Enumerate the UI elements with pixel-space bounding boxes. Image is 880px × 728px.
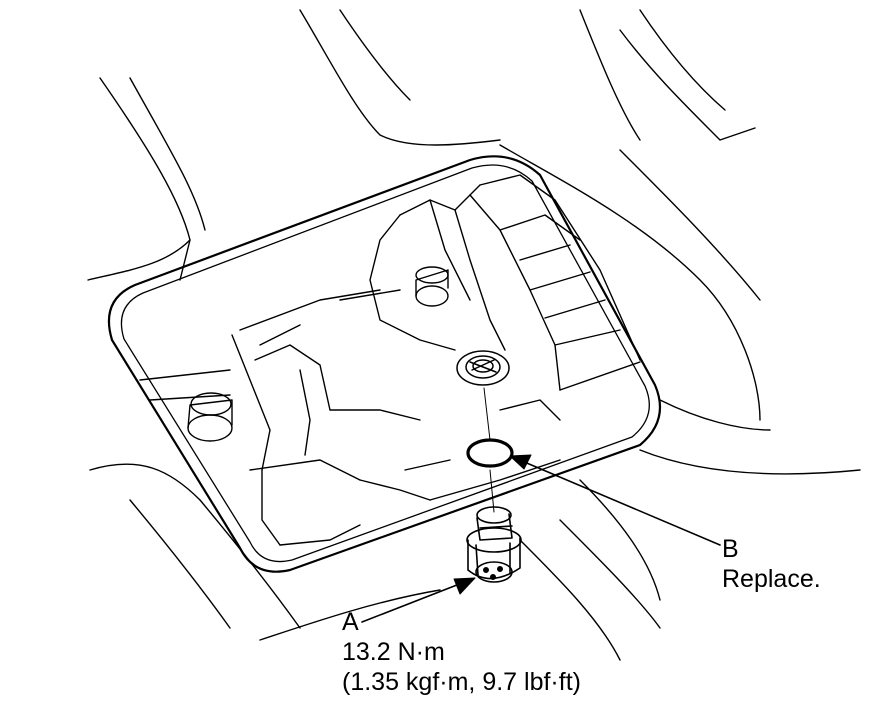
alignment-line bbox=[483, 387, 495, 513]
callout-a-torque: 13.2 N·m bbox=[342, 638, 445, 666]
drain-hole bbox=[456, 350, 510, 386]
callout-a-torque-alt: (1.35 kgf·m, 9.7 lbf·ft) bbox=[342, 668, 581, 696]
access-panel-outline bbox=[107, 155, 662, 573]
callout-b-letter: B bbox=[722, 535, 739, 563]
body-contours bbox=[87, 9, 861, 661]
leader-arrow-a bbox=[361, 577, 476, 623]
drain-bolt bbox=[466, 506, 522, 583]
leader-arrow-b bbox=[509, 454, 721, 546]
transmission-case bbox=[139, 174, 641, 546]
sealing-washer bbox=[466, 438, 514, 468]
callout-a-letter: A bbox=[342, 608, 359, 636]
callout-b-note: Replace. bbox=[722, 565, 821, 593]
